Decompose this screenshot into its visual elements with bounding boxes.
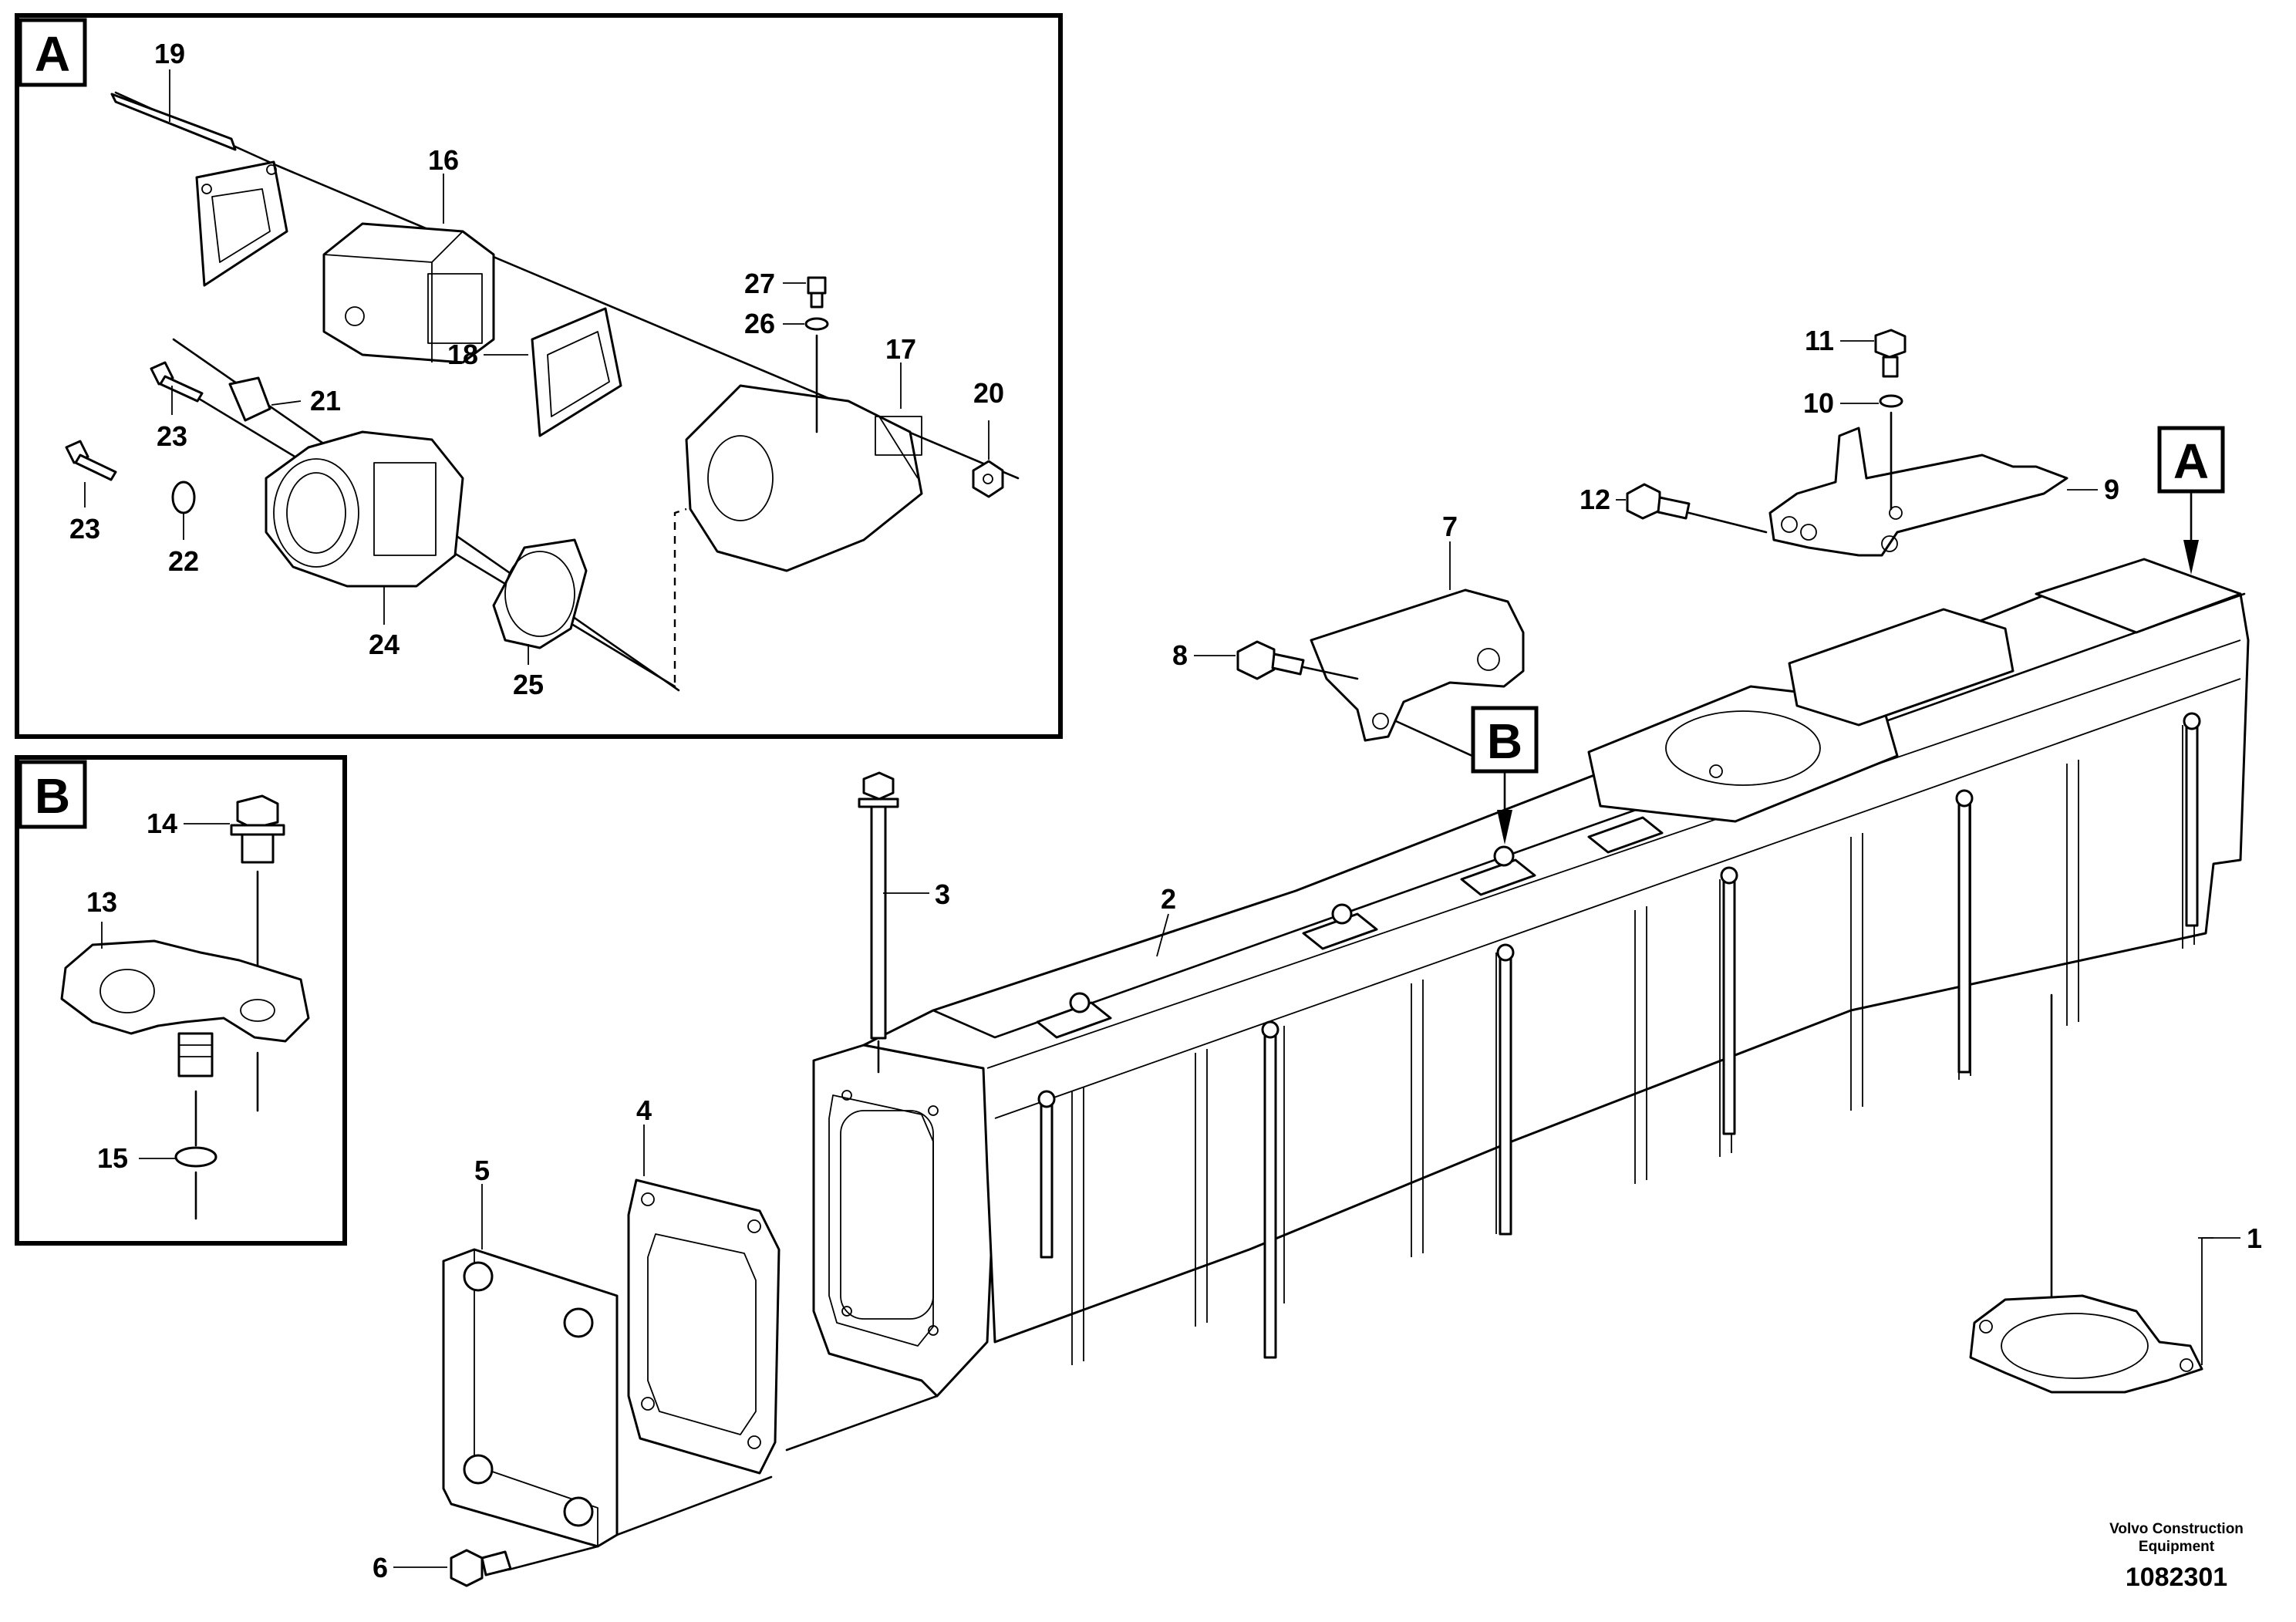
publisher-credit-line2: Equipment bbox=[2139, 1539, 2215, 1555]
callout-19: 19 bbox=[154, 38, 185, 69]
callout-5: 5 bbox=[474, 1155, 490, 1186]
callout-25: 25 bbox=[513, 669, 544, 700]
part-23-bolt-lower bbox=[65, 440, 117, 481]
part-15-oring bbox=[174, 1146, 217, 1168]
detail-b-leaders bbox=[101, 823, 230, 1159]
part-26-washer bbox=[804, 317, 829, 331]
part-10-washer bbox=[1879, 394, 1903, 408]
callout-11: 11 bbox=[1805, 325, 1834, 356]
callout-20: 20 bbox=[973, 377, 1004, 409]
manifold-top-bosses bbox=[1036, 816, 1664, 1039]
detail-b-letter: B bbox=[35, 768, 70, 824]
callout-7: 7 bbox=[1442, 511, 1458, 542]
callout-26: 26 bbox=[744, 308, 775, 339]
callout-16: 16 bbox=[428, 144, 459, 176]
detail-a-letter: A bbox=[35, 26, 70, 82]
part-22-washer bbox=[171, 481, 196, 514]
marker-a-letter: A bbox=[2173, 433, 2209, 489]
callout-23-lower: 23 bbox=[69, 513, 100, 545]
callout-14: 14 bbox=[147, 808, 177, 839]
part-7-bracket bbox=[1310, 588, 1525, 742]
publisher-credit-line1: Volvo Construction bbox=[2109, 1521, 2244, 1537]
callout-18: 18 bbox=[447, 339, 478, 370]
part-13-sensor bbox=[60, 939, 310, 1077]
callout-10: 10 bbox=[1803, 387, 1834, 419]
assembly-lines bbox=[507, 411, 2053, 1571]
intake-manifold bbox=[812, 558, 2250, 1398]
part-27-screw bbox=[807, 276, 827, 309]
manifold-studs bbox=[1037, 712, 2201, 1359]
part-25-gasket bbox=[492, 538, 588, 649]
part-gasket-top bbox=[195, 160, 288, 287]
part-21-bracket bbox=[228, 376, 271, 422]
callout-23-upper: 23 bbox=[157, 420, 187, 452]
part-1-gasket bbox=[1969, 1294, 2203, 1394]
part-19-rod bbox=[110, 93, 237, 151]
callout-6: 6 bbox=[373, 1552, 388, 1583]
marker-b-letter: B bbox=[1487, 713, 1522, 769]
part-8-bolt bbox=[1236, 640, 1305, 680]
marker-a: A bbox=[2157, 426, 2225, 575]
marker-b: B bbox=[1471, 706, 1539, 845]
callout-17: 17 bbox=[885, 333, 916, 365]
part-11-bolt bbox=[1874, 329, 1907, 378]
callout-13: 13 bbox=[86, 886, 117, 918]
document-number: 1082301 bbox=[2126, 1563, 2227, 1592]
part-23-bolt-upper bbox=[150, 361, 204, 403]
callout-27: 27 bbox=[744, 268, 775, 299]
callout-4: 4 bbox=[636, 1094, 652, 1126]
detail-a-panel: A bbox=[15, 13, 1063, 739]
callout-21: 21 bbox=[310, 385, 341, 416]
main-leaders bbox=[393, 340, 2240, 1568]
part-16-block bbox=[322, 222, 495, 364]
detail-a-leaders bbox=[84, 69, 990, 665]
part-6-bolt bbox=[450, 1549, 512, 1587]
callout-22: 22 bbox=[168, 545, 199, 577]
part-9-bracket bbox=[1768, 427, 2068, 557]
part-20-nut bbox=[972, 460, 1004, 498]
callout-8: 8 bbox=[1172, 639, 1188, 671]
part-3-long-bolt bbox=[858, 771, 899, 1074]
callout-3: 3 bbox=[935, 878, 950, 910]
part-18-gasket bbox=[531, 307, 622, 437]
part-14-bolt bbox=[230, 794, 285, 864]
part-24-throttle-body bbox=[265, 430, 464, 588]
part-17-housing bbox=[685, 384, 923, 572]
part-5-cover-plate bbox=[442, 1248, 619, 1548]
part-12-bolt bbox=[1626, 483, 1691, 520]
callout-1: 1 bbox=[2247, 1222, 2262, 1254]
detail-b-panel: B 14 13 15 bbox=[15, 755, 347, 1246]
part-4-gasket bbox=[627, 1179, 781, 1475]
callout-9: 9 bbox=[2104, 474, 2119, 505]
callout-24: 24 bbox=[369, 629, 400, 660]
callout-12: 12 bbox=[1580, 484, 1610, 515]
callout-15: 15 bbox=[97, 1142, 128, 1174]
callout-2: 2 bbox=[1161, 883, 1176, 915]
